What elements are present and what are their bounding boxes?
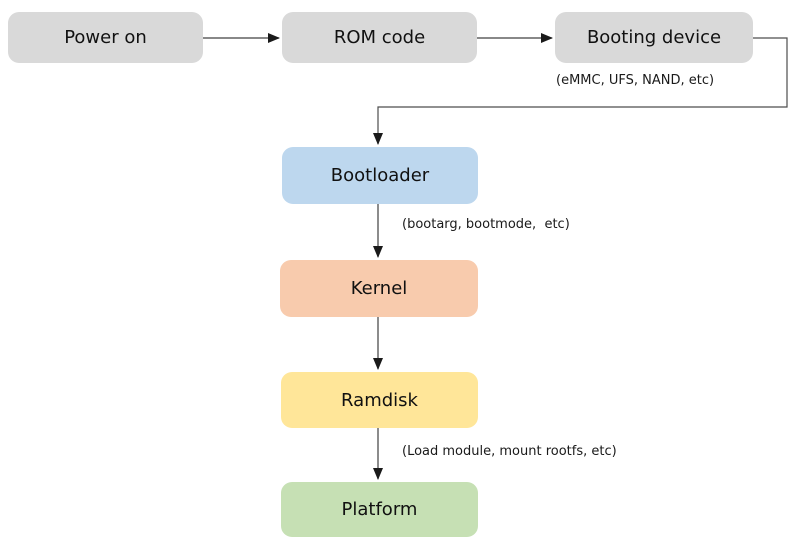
node-power-on-label: Power on [64, 27, 147, 48]
node-ramdisk: Ramdisk [281, 372, 478, 428]
node-booting-device: Booting device [555, 12, 753, 63]
node-booting-device-label: Booting device [586, 27, 722, 48]
bootloader-note: (bootarg, bootmode, etc) [402, 217, 570, 232]
node-bootloader: Bootloader [282, 147, 478, 204]
ramdisk-note: (Load module, mount rootfs, etc) [402, 444, 617, 459]
node-platform: Platform [281, 482, 478, 537]
node-ramdisk-label: Ramdisk [341, 389, 418, 411]
node-power-on: Power on [8, 12, 203, 63]
node-bootloader-label: Bootloader [330, 165, 430, 186]
node-platform-label: Platform [341, 499, 418, 520]
booting-device-note: (eMMC, UFS, NAND, etc) [556, 73, 715, 88]
node-rom-code: ROM code [282, 12, 477, 63]
node-kernel: Kernel [280, 260, 478, 317]
node-kernel-label: Kernel [350, 278, 408, 299]
node-rom-code-label: ROM code [333, 27, 426, 48]
